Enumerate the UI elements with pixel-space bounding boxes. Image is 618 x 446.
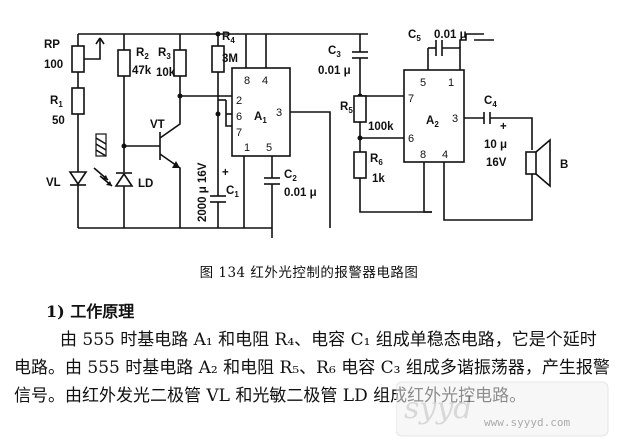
speaker-icon	[443, 138, 551, 221]
watermark-logo: syyd	[395, 381, 609, 437]
label-c5: C5	[408, 29, 421, 43]
label-r6-value: 1k	[372, 173, 385, 185]
watermark-url: www.syyyd.com	[484, 416, 571, 429]
capacitor-c1	[210, 195, 226, 228]
ic-a1-555	[215, 34, 331, 228]
resistor-r3	[173, 34, 187, 118]
label-speaker-b: B	[560, 159, 568, 171]
label-a1: A1	[254, 111, 267, 125]
a1-pin-7: 7	[236, 127, 242, 139]
a1-pin-2: 2	[236, 95, 242, 107]
a2-pin-1: 1	[448, 77, 454, 89]
a2-pin-6: 6	[408, 133, 414, 145]
label-vl: VL	[46, 177, 61, 189]
resistor-r1	[71, 87, 85, 172]
label-r5: R5	[340, 101, 353, 115]
ic-a2-555	[403, 33, 494, 213]
a1-pin-6: 6	[236, 111, 242, 123]
label-vt: VT	[150, 119, 165, 131]
label-c5-value: 0.01 μ	[434, 29, 467, 41]
photodiode-ld	[114, 172, 134, 228]
label-c3: C3	[328, 45, 341, 59]
a1-pin-4: 4	[262, 75, 268, 87]
capacitor-c3	[352, 34, 368, 96]
label-r3: R3	[158, 47, 171, 61]
resistor-r2	[117, 34, 131, 172]
label-c1-plus: +	[222, 167, 229, 179]
label-c4-plus: +	[500, 121, 507, 133]
svg-text:syyd: syyd	[404, 391, 473, 426]
a1-pin-8: 8	[244, 75, 250, 87]
label-r3-value: 10k	[156, 67, 176, 79]
label-c3-value: 0.01 μ	[318, 65, 351, 77]
transistor-vt	[159, 118, 181, 228]
label-r5-value: 100k	[368, 121, 394, 133]
a2-pin-3: 3	[452, 113, 458, 125]
figure-caption: 图 134 红外光控制的报警器电路图	[199, 265, 419, 281]
label-r2-value: 47k	[132, 65, 152, 77]
label-c4: C4	[484, 95, 497, 109]
a2-pin-8: 8	[420, 149, 426, 161]
label-r2: R2	[136, 47, 149, 61]
label-c1-value: 2000 μ 16V	[197, 162, 209, 222]
circuit-diagram: RP 100 R1 50 VL R2 47k LD	[44, 29, 568, 238]
resistor-r6	[353, 138, 432, 213]
label-rp-value: 100	[44, 59, 63, 71]
a1-pin-5: 5	[266, 142, 272, 154]
label-c4-value-2: 16V	[486, 157, 507, 169]
label-r1: R1	[50, 95, 63, 109]
label-c2-value: 0.01 μ	[284, 187, 317, 199]
label-rp: RP	[44, 39, 60, 51]
label-c2: C2	[284, 169, 297, 183]
label-c4-value-1: 10 μ	[484, 139, 507, 151]
label-r6: R6	[370, 153, 383, 167]
label-ld: LD	[138, 178, 153, 190]
section-heading: 1) 工作原理	[46, 302, 135, 321]
label-a2: A2	[426, 115, 439, 129]
ir-led-vl	[68, 171, 88, 228]
a1-pin-1: 1	[244, 142, 250, 154]
watermark: syyd www.syyyd.com	[395, 380, 610, 438]
capacitor-c4	[483, 112, 533, 150]
potentiometer-rp	[71, 34, 105, 88]
a2-pin-5: 5	[420, 77, 426, 89]
label-r1-value: 50	[52, 115, 65, 127]
label-c1: C1	[226, 185, 239, 199]
resistor-r5	[353, 93, 404, 141]
ir-light-arrows-icon	[93, 133, 113, 187]
label-r4: R4	[222, 31, 235, 45]
label-r4-value: 3M	[222, 53, 238, 65]
a2-pin-4: 4	[442, 149, 448, 161]
a2-pin-7: 7	[408, 93, 414, 105]
a1-pin-3: 3	[276, 107, 282, 119]
capacitor-c2	[264, 177, 280, 228]
